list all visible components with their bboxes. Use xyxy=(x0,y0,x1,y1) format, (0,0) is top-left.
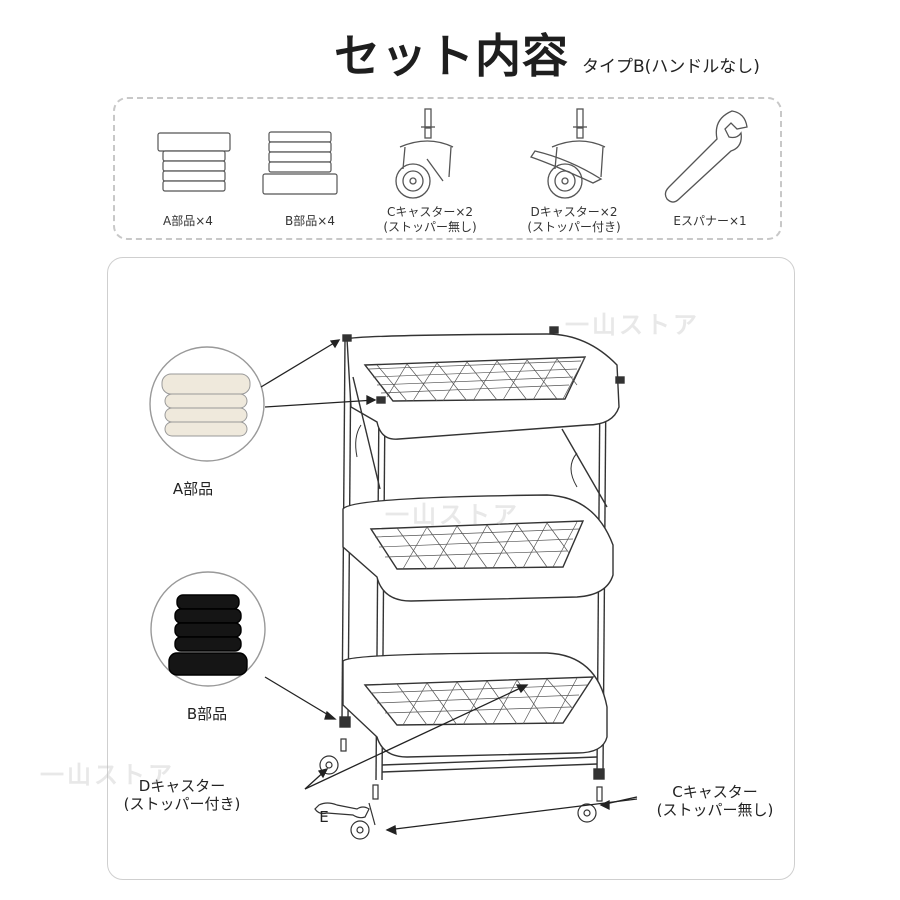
a-part-cap-icon xyxy=(157,132,231,192)
part-b-label: B部品×4 xyxy=(285,214,335,228)
part-c-label-2: (ストッパー無し) xyxy=(383,220,477,234)
page-subtitle: タイプB(ハンドルなし) xyxy=(582,57,760,77)
wrench-icon xyxy=(664,110,748,203)
c-caster-label: Cキャスター (ストッパー無し) xyxy=(640,783,790,819)
caster-icon xyxy=(395,108,454,199)
watermark: 一山ストア xyxy=(565,311,700,339)
part-a-label: A部品×4 xyxy=(163,214,213,228)
a-part-label: A部品 xyxy=(172,480,214,498)
b-part-cap-icon xyxy=(262,131,338,195)
d-caster-label-1: Dキャスター xyxy=(138,777,226,795)
part-e-label: Eスパナー×1 xyxy=(673,214,747,228)
part-c-label-1: Cキャスター×2 xyxy=(386,205,474,219)
part-d-label-2: (ストッパー付き) xyxy=(527,220,621,234)
part-e: Eスパナー×1 xyxy=(645,99,775,239)
page-title: セット内容 xyxy=(334,29,569,83)
c-caster-label-2: (ストッパー無し) xyxy=(656,801,774,819)
assembly-diagram xyxy=(149,326,638,840)
c-caster-label-1: Cキャスター xyxy=(672,783,758,801)
d-caster-label-2: (ストッパー付き) xyxy=(123,795,241,813)
watermark: 一山ストア xyxy=(385,501,520,529)
b-part-label: B部品 xyxy=(186,705,228,723)
d-caster-label: Dキャスター (ストッパー付き) xyxy=(112,777,252,813)
wrench-label: E xyxy=(319,808,329,826)
part-d-label-1: Dキャスター×2 xyxy=(530,205,618,219)
part-a: A部品×4 xyxy=(123,99,253,239)
assembly-diagram-frame xyxy=(107,257,795,880)
watermark: 一山ストア xyxy=(40,761,175,789)
part-c: Cキャスター×2 (ストッパー無し) xyxy=(365,99,495,239)
part-d: Dキャスター×2 (ストッパー付き) xyxy=(509,99,639,239)
caster-stopper-icon xyxy=(529,108,606,199)
part-b: B部品×4 xyxy=(245,99,375,239)
parts-list: A部品×4 B部品×4 xyxy=(113,97,782,240)
